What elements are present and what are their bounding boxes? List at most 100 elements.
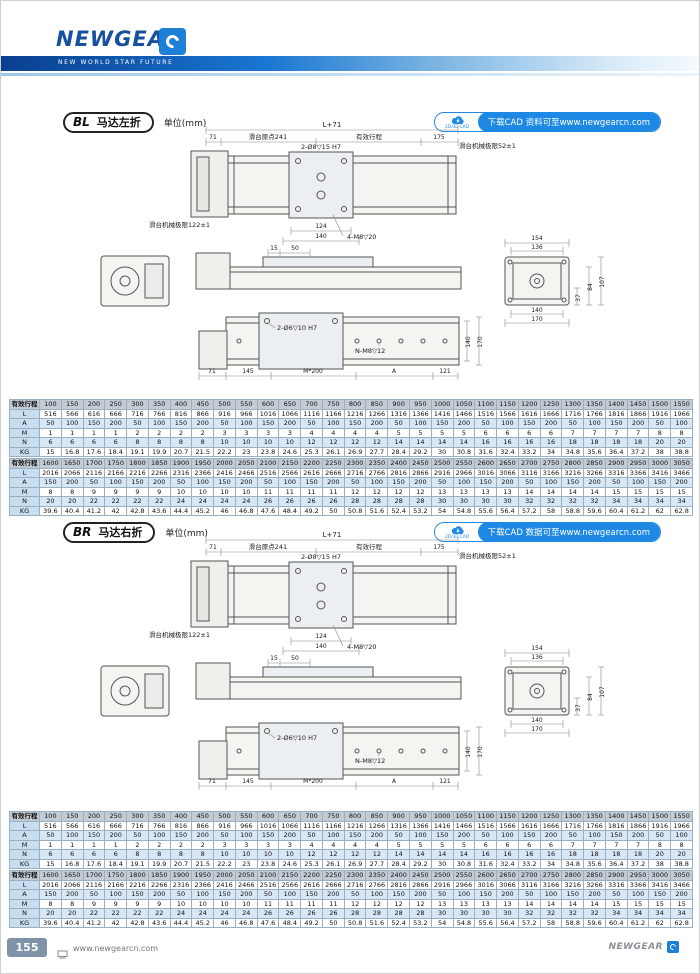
table-header-cell: 1000: [430, 399, 454, 410]
table-data-cell: 50: [343, 889, 367, 900]
dim-15: 15: [270, 245, 278, 252]
bottom-view-motor: [198, 740, 228, 780]
table-data-cell: 200: [583, 889, 606, 900]
table-data-cell: 26: [300, 496, 323, 507]
table-header-cell: 200: [82, 399, 106, 410]
table-data-cell: 11: [278, 898, 302, 909]
table-data-cell: 150: [430, 830, 454, 841]
table-data-cell: 24: [213, 496, 236, 507]
table-data-cell: 16.8: [60, 858, 84, 869]
table-data-cell: 9: [104, 486, 128, 497]
table-data-cell: 2: [169, 427, 193, 438]
table-data-cell: 57.2: [517, 505, 541, 516]
table-data-cell: 50: [169, 477, 193, 488]
table-data-cell: 7: [626, 427, 650, 438]
table-data-cell: 12: [321, 849, 345, 860]
table-data-cell: 12: [365, 486, 389, 497]
table-data-cell: 150: [517, 418, 541, 429]
dim-4-m8-tap: 4-M8▽20: [347, 643, 377, 651]
table-data-cell: 31.6: [474, 446, 498, 457]
table-data-cell: 1866: [626, 820, 650, 831]
table-data-cell: 6: [39, 437, 62, 448]
table-header-label: 有效行程: [9, 399, 40, 410]
table-header-cell: 1000: [430, 811, 454, 822]
table-data-cell: 22.2: [213, 858, 236, 869]
table-data-cell: 2966: [452, 467, 476, 478]
footer-url[interactable]: www.newgearcn.com: [73, 944, 159, 953]
table-data-cell: 50: [39, 830, 62, 841]
table-data-cell: 58.8: [561, 917, 585, 928]
table-data-cell: 2216: [126, 467, 149, 478]
table-data-cell: 27.7: [365, 446, 389, 457]
table-data-cell: 24: [169, 908, 193, 919]
table-data-cell: 17.6: [82, 446, 106, 457]
table-data-cell: 100: [670, 830, 693, 841]
table-data-cell: 16: [517, 849, 541, 860]
table-data-cell: 150: [648, 477, 672, 488]
right-end-view: [504, 666, 570, 716]
table-data-cell: 2266: [147, 467, 171, 478]
table-data-cell: 200: [452, 830, 476, 841]
table-row-label: L: [9, 467, 40, 478]
brand-tagline: NEW WORLD STAR FUTURE: [58, 59, 174, 66]
table-data-cell: 50: [126, 418, 149, 429]
table-data-cell: 20: [670, 849, 693, 860]
technical-drawing-svg: L+71 71 滑台原点241 有效行程 175 2-Ø8▽15 H7 滑台机械…: [100, 531, 606, 790]
table-data-cell: 1366: [409, 408, 432, 419]
table-header-cell: 500: [213, 399, 236, 410]
table-data-cell: 1366: [409, 820, 432, 831]
table-data-cell: 8: [191, 849, 215, 860]
table-data-cell: 816: [169, 408, 193, 419]
table-data-cell: 49.2: [300, 505, 323, 516]
table-data-cell: 16: [496, 437, 519, 448]
table-data-cell: 28: [387, 908, 411, 919]
br-technical-drawing: L+71 71 滑台原点241 有效行程 175 2-Ø8▽15 H7 滑台机械…: [21, 527, 681, 809]
table-data-cell: 1716: [561, 820, 585, 831]
table-data-cell: 7: [604, 839, 628, 850]
table-data-cell: 62.8: [670, 917, 693, 928]
table-data-cell: 100: [539, 889, 563, 900]
table-data-cell: 5: [452, 427, 476, 438]
table-data-cell: 150: [213, 477, 236, 488]
table-data-cell: 54: [430, 505, 454, 516]
dim-4-m8-tap: 4-M8▽20: [347, 233, 377, 241]
table-data-cell: 1266: [365, 820, 389, 831]
table-data-cell: 1166: [321, 820, 345, 831]
table-header-cell: 1950: [191, 870, 215, 881]
table-data-cell: 200: [496, 477, 519, 488]
table-row-label: KG: [9, 446, 40, 457]
table-data-cell: 1966: [670, 408, 693, 419]
table-data-cell: 150: [300, 889, 323, 900]
table-data-cell: 100: [147, 418, 171, 429]
table-data-cell: 24: [169, 496, 193, 507]
table-data-cell: 23.8: [256, 446, 280, 457]
table-data-cell: 1316: [387, 820, 411, 831]
table-data-cell: 200: [452, 418, 476, 429]
table-data-cell: 30: [474, 908, 498, 919]
table-data-cell: 9: [126, 898, 149, 909]
table-data-cell: 200: [670, 889, 693, 900]
table-data-cell: 50: [430, 889, 454, 900]
table-data-cell: 3: [278, 839, 302, 850]
bottom-view-carriage: [258, 722, 344, 780]
table-data-cell: 32: [561, 496, 585, 507]
table-data-cell: 200: [191, 830, 215, 841]
dim-84: 84: [587, 693, 594, 701]
table-data-cell: 200: [409, 477, 432, 488]
table-data-cell: 29.2: [409, 858, 432, 869]
dim-50: 50: [291, 655, 299, 662]
table-data-cell: 32: [561, 908, 585, 919]
table-data-cell: 10: [234, 898, 258, 909]
table-row-label: M: [9, 427, 40, 438]
br-badge: BR 马达右折: [63, 521, 156, 543]
table-data-cell: 32: [583, 496, 606, 507]
table-header-cell: 2700: [517, 870, 541, 881]
table-data-cell: 1: [60, 427, 84, 438]
table-data-cell: 100: [60, 830, 84, 841]
table-data-cell: 26.9: [343, 446, 367, 457]
table-data-cell: 4: [300, 839, 323, 850]
table-data-cell: 36.4: [604, 446, 628, 457]
bl-cad-download-button[interactable]: 2D/3D CAD 下载CAD 资料可至www.newgearcn.com: [434, 112, 661, 132]
table-data-cell: 150: [213, 889, 236, 900]
br-cad-download-button[interactable]: 2D/3D CAD 下载CAD 数据可至www.newgearcn.com: [434, 522, 661, 542]
